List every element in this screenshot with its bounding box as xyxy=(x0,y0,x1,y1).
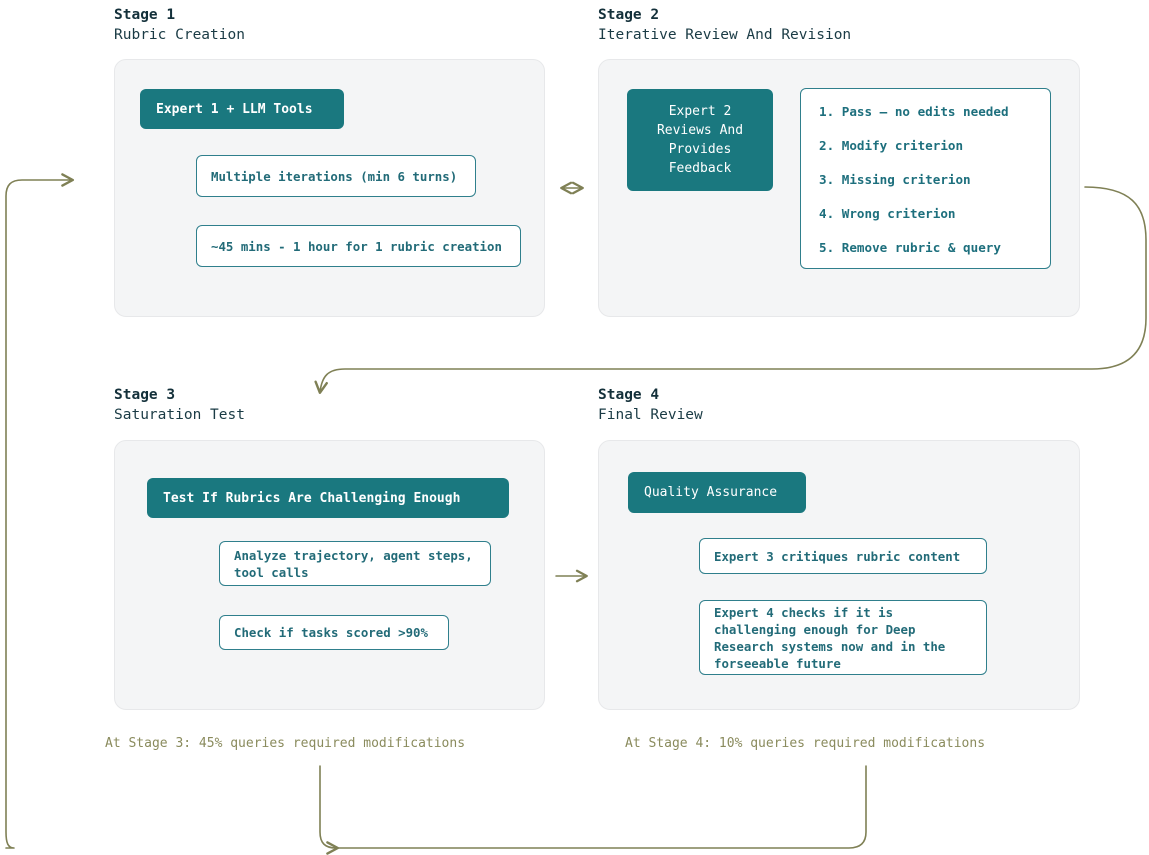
stage-3-caption: At Stage 3: 45% queries required modific… xyxy=(105,736,466,751)
list-item: 1. Pass — no edits needed xyxy=(819,104,1009,119)
stage-4-leaf-1-label: Expert 3 critiques rubric content xyxy=(714,548,961,564)
stage-1-leaf-2-label: ~45 mins - 1 hour for 1 rubric creation xyxy=(211,238,502,254)
stage-2-primary-node[interactable]: Expert 2 Reviews And Provides Feedback xyxy=(627,89,773,191)
stage-4-caption: At Stage 4: 10% queries required modific… xyxy=(625,736,986,751)
stage-1-leaf-2[interactable]: ~45 mins - 1 hour for 1 rubric creation xyxy=(196,225,521,267)
stage-4-number: Stage 4 xyxy=(598,387,660,403)
list-item: 3. Missing criterion xyxy=(819,172,971,187)
stage-2-name: Iterative Review And Revision xyxy=(598,27,852,43)
stage-4-primary-label: Quality Assurance xyxy=(644,485,778,500)
stage-2-primary-label: Expert 2 Reviews And Provides Feedback xyxy=(656,104,744,176)
stage-3-leaf-2-label: Check if tasks scored >90% xyxy=(234,625,428,640)
stage-3-leaf-1-label: Analyze trajectory, agent steps, tool ca… xyxy=(234,547,473,580)
stage-1-name: Rubric Creation xyxy=(114,27,245,43)
stage-3-leaf-2[interactable]: Check if tasks scored >90% xyxy=(219,615,449,650)
stage-3-heading: Stage 3 Saturation Test xyxy=(114,386,245,425)
stage-2-number: Stage 2 xyxy=(598,7,660,23)
stage-1-leaf-1[interactable]: Multiple iterations (min 6 turns) xyxy=(196,155,476,197)
stage-3-primary-label: Test If Rubrics Are Challenging Enough xyxy=(163,490,461,506)
list-item: 2. Modify criterion xyxy=(819,138,964,153)
stage-1-number: Stage 1 xyxy=(114,7,176,23)
stage-3-number: Stage 3 xyxy=(114,387,176,403)
stage-4-primary-node[interactable]: Quality Assurance xyxy=(628,472,806,513)
stage-4-leaf-2[interactable]: Expert 4 checks if it is challenging eno… xyxy=(699,600,987,675)
stage-2-feedback-list[interactable]: 1. Pass — no edits needed 2. Modify crit… xyxy=(800,88,1051,269)
stage-3-name: Saturation Test xyxy=(114,407,245,423)
stage-4-name: Final Review xyxy=(598,407,703,423)
list-item: 5. Remove rubric & query xyxy=(819,240,1001,255)
stage-4-leaf-1[interactable]: Expert 3 critiques rubric content xyxy=(699,538,987,574)
stage-1-leaf-1-label: Multiple iterations (min 6 turns) xyxy=(211,168,458,184)
stage-4-heading: Stage 4 Final Review xyxy=(598,386,703,425)
stage-2-heading: Stage 2 Iterative Review And Revision xyxy=(598,6,851,45)
stage-1-primary-label: Expert 1 + LLM Tools xyxy=(156,101,313,117)
stage-1-primary-node[interactable]: Expert 1 + LLM Tools xyxy=(140,89,344,129)
list-item: 4. Wrong criterion xyxy=(819,206,956,221)
stage-1-heading: Stage 1 Rubric Creation xyxy=(114,6,245,45)
stage-4-leaf-2-label: Expert 4 checks if it is challenging eno… xyxy=(714,604,946,671)
stage-3-leaf-1[interactable]: Analyze trajectory, agent steps, tool ca… xyxy=(219,541,491,586)
stage-3-primary-node[interactable]: Test If Rubrics Are Challenging Enough xyxy=(147,478,509,518)
